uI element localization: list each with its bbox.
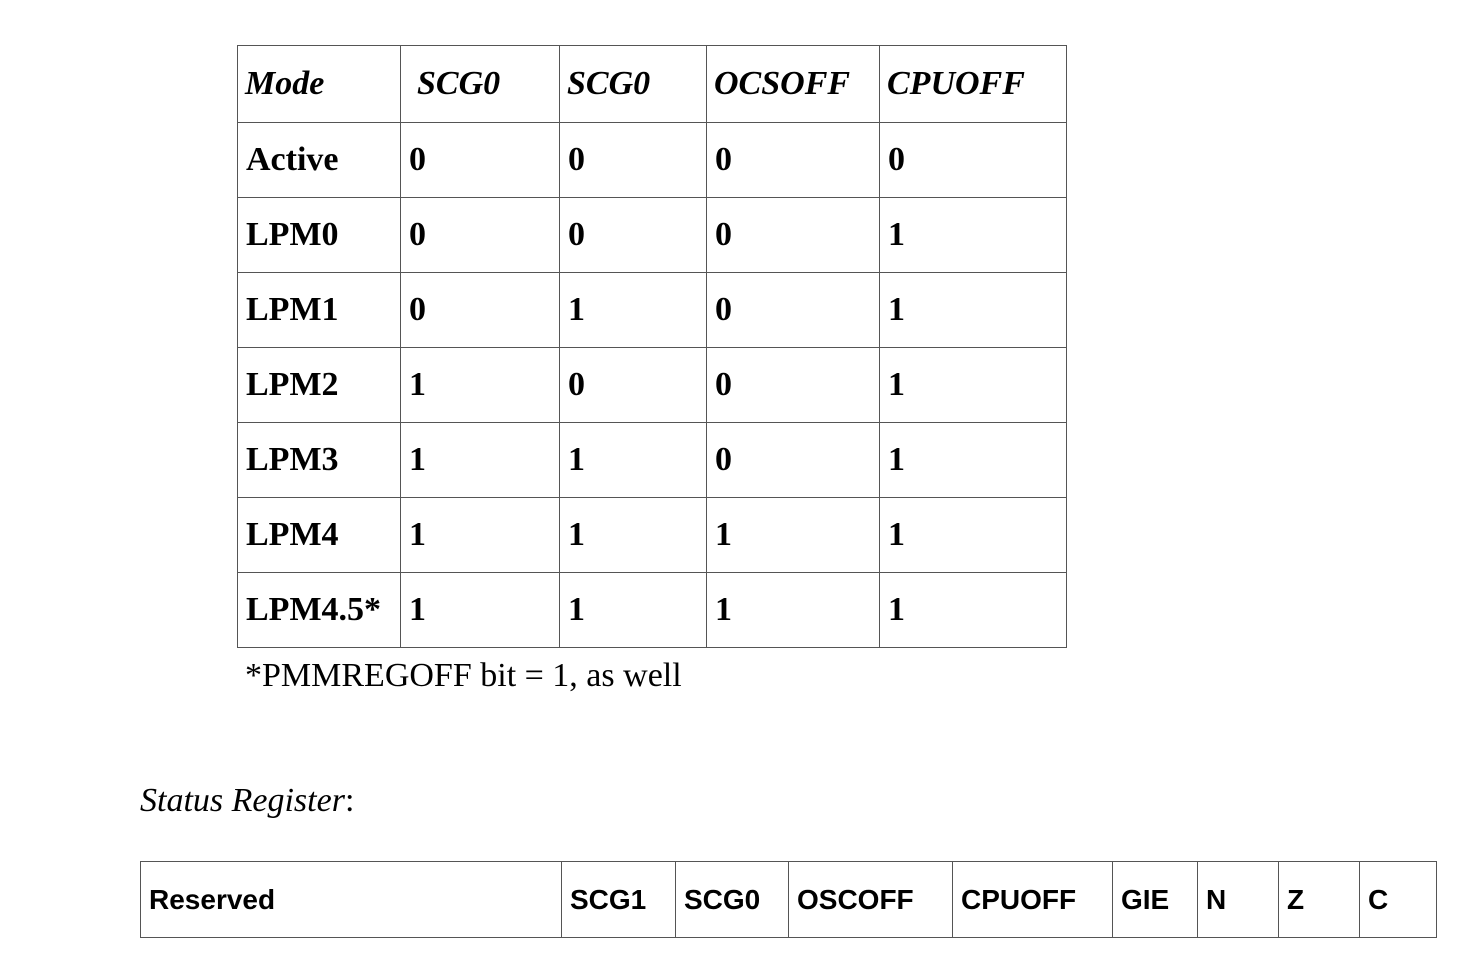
row-label: LPM0: [237, 197, 401, 273]
table-row: LPM4 1 1 1 1: [237, 497, 1067, 573]
mode-table-header-row: Mode SCG0 SCG0 OCSOFF CPUOFF: [237, 45, 1067, 123]
header-cell-scg0-second: SCG0: [559, 45, 707, 123]
table-cell: 1: [400, 572, 560, 648]
table-cell: 1: [706, 572, 880, 648]
table-cell: 0: [400, 197, 560, 273]
table-cell: 0: [400, 122, 560, 198]
status-register-row: Reserved SCG1 SCG0 OSCOFF CPUOFF GIE N Z…: [140, 861, 1437, 938]
row-label: LPM2: [237, 347, 401, 423]
register-field-gie: GIE: [1112, 861, 1198, 938]
table-row: LPM1 0 1 0 1: [237, 272, 1067, 348]
table-row: LPM0 0 0 0 1: [237, 197, 1067, 273]
register-field-oscoff: OSCOFF: [788, 861, 953, 938]
status-register-heading-text: Status Register: [140, 782, 345, 819]
register-field-reserved: Reserved: [140, 861, 562, 938]
table-cell: 1: [559, 572, 707, 648]
table-cell: 0: [706, 272, 880, 348]
table-cell: 1: [559, 422, 707, 498]
table-cell: 1: [559, 497, 707, 573]
status-register-heading-colon: :: [344, 782, 355, 819]
row-label: Active: [237, 122, 401, 198]
table-cell: 1: [879, 197, 1067, 273]
table-cell: 0: [706, 422, 880, 498]
table-cell: 1: [879, 272, 1067, 348]
table-cell: 0: [559, 197, 707, 273]
header-cell-cpuoff: CPUOFF: [879, 45, 1067, 123]
table-row: LPM2 1 0 0 1: [237, 347, 1067, 423]
table-cell: 1: [400, 497, 560, 573]
header-cell-scg0-first: SCG0: [400, 45, 560, 123]
register-field-scg1: SCG1: [561, 861, 676, 938]
row-label: LPM1: [237, 272, 401, 348]
table-cell: 0: [559, 347, 707, 423]
table-cell: 1: [879, 497, 1067, 573]
register-field-c: C: [1359, 861, 1437, 938]
table-cell: 0: [706, 197, 880, 273]
table-cell: 1: [879, 347, 1067, 423]
table-footnote: *PMMREGOFF bit = 1, as well: [245, 657, 682, 694]
table-row: LPM3 1 1 0 1: [237, 422, 1067, 498]
table-row: Active 0 0 0 0: [237, 122, 1067, 198]
table-cell: 0: [706, 122, 880, 198]
status-register-table: Reserved SCG1 SCG0 OSCOFF CPUOFF GIE N Z…: [140, 861, 1437, 938]
table-cell: 1: [559, 272, 707, 348]
header-cell-mode: Mode: [237, 45, 401, 123]
register-field-n: N: [1197, 861, 1279, 938]
row-label: LPM4: [237, 497, 401, 573]
status-register-heading: Status Register:: [140, 781, 354, 821]
register-field-z: Z: [1278, 861, 1360, 938]
register-field-scg0: SCG0: [675, 861, 789, 938]
table-cell: 0: [879, 122, 1067, 198]
table-cell: 1: [400, 422, 560, 498]
table-cell: 1: [706, 497, 880, 573]
table-cell: 1: [879, 572, 1067, 648]
row-label: LPM3: [237, 422, 401, 498]
register-field-cpuoff: CPUOFF: [952, 861, 1113, 938]
table-cell: 1: [879, 422, 1067, 498]
table-cell: 0: [400, 272, 560, 348]
table-cell: 0: [706, 347, 880, 423]
table-row: LPM4.5* 1 1 1 1: [237, 572, 1067, 648]
table-cell: 0: [559, 122, 707, 198]
header-cell-ocsoff: OCSOFF: [706, 45, 880, 123]
row-label: LPM4.5*: [237, 572, 401, 648]
low-power-mode-table: Mode SCG0 SCG0 OCSOFF CPUOFF Active 0 0 …: [237, 45, 1067, 648]
table-cell: 1: [400, 347, 560, 423]
